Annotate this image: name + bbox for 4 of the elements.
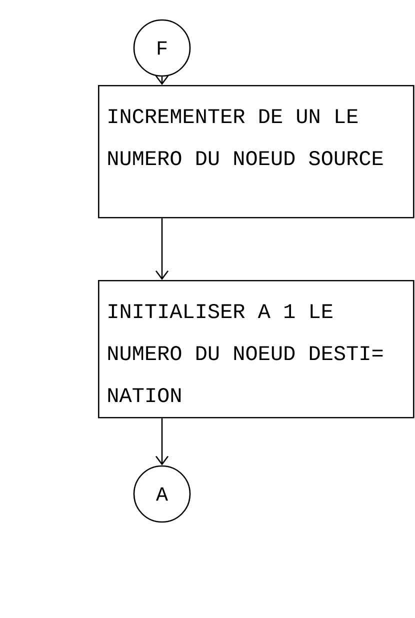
process-box: INITIALISER A 1 LE NUMERO DU NOEUD DESTI= NATION (98, 280, 414, 418)
arrow (155, 218, 169, 280)
arrow (155, 418, 169, 466)
process-box: INCREMENTER DE UN LE NUMERO DU NOEUD SOURCE (98, 85, 414, 218)
